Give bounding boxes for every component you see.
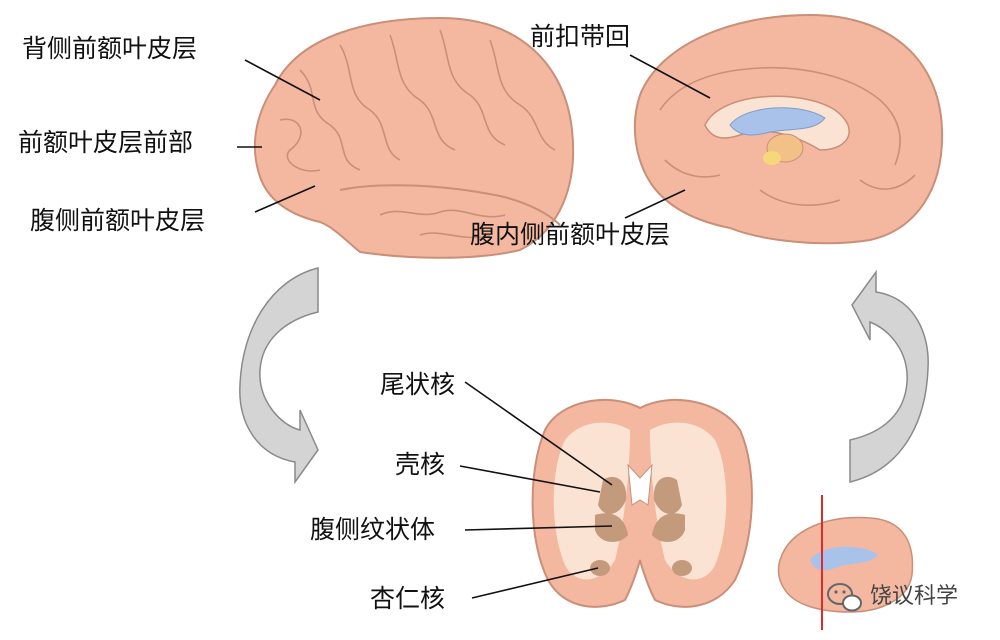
label-putamen: 壳核 bbox=[395, 450, 446, 479]
leader-line-amygdala bbox=[471, 567, 599, 599]
leader-line-caudate bbox=[464, 381, 613, 486]
label-frontal-pole: 前额叶皮层前部 bbox=[18, 128, 194, 157]
leader-line-acc bbox=[629, 54, 711, 99]
leader-line-vlpfc bbox=[254, 185, 316, 213]
watermark-text: 饶议科学 bbox=[870, 584, 959, 609]
thumbnail-brain bbox=[777, 495, 914, 630]
arrow-right bbox=[849, 269, 929, 483]
label-ventral-striatum: 腹侧纹状体 bbox=[310, 515, 436, 544]
label-vlpfc: 腹侧前额叶皮层 bbox=[30, 206, 206, 235]
wechat-icon bbox=[827, 583, 862, 612]
leader-line-dlpfc bbox=[244, 59, 321, 101]
lateral-brain bbox=[253, 16, 575, 259]
arrow-left bbox=[239, 267, 319, 485]
leader-line-vmpfc bbox=[624, 189, 686, 219]
label-amygdala: 杏仁核 bbox=[370, 584, 446, 613]
leader-lines bbox=[237, 54, 711, 599]
medial-brain bbox=[633, 13, 944, 245]
label-dlpfc: 背侧前额叶皮层 bbox=[22, 34, 198, 63]
label-acc: 前扣带回 bbox=[530, 22, 631, 51]
leader-line-ventral-striatum bbox=[464, 525, 613, 531]
label-vmpfc: 腹内侧前额叶皮层 bbox=[470, 220, 671, 249]
label-caudate: 尾状核 bbox=[380, 370, 456, 399]
coronal-section bbox=[531, 398, 753, 608]
leader-line-putamen bbox=[459, 465, 601, 493]
